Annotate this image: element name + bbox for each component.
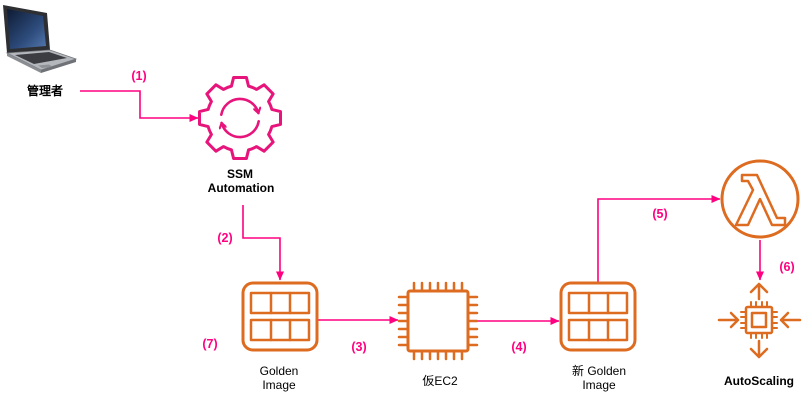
ami-row-top bbox=[249, 291, 311, 315]
auto-scaling-chip-body bbox=[744, 305, 774, 335]
step-label-6: (6) bbox=[779, 260, 794, 274]
scale-out-arrow-up-icon bbox=[749, 282, 769, 301]
ami-row-top bbox=[567, 291, 629, 315]
ami-frame bbox=[559, 281, 637, 352]
golden-image-label-line-2: Image bbox=[262, 378, 296, 392]
ami-row-top-dividers bbox=[587, 291, 610, 315]
connector-step-2 bbox=[242, 205, 285, 281]
lambda-symbol bbox=[734, 173, 787, 227]
golden-image-ami-icon bbox=[241, 281, 319, 352]
connector-step-1 bbox=[80, 90, 199, 123]
auto-scaling-chip-pins bbox=[740, 301, 778, 339]
admin-label: 管理者 bbox=[27, 83, 63, 98]
ec2-instance-chip-icon bbox=[397, 281, 479, 361]
gear-outline bbox=[198, 76, 282, 160]
ami-row-top-dividers bbox=[269, 291, 292, 315]
step-label-5: (5) bbox=[652, 207, 667, 221]
laptop-screen bbox=[7, 9, 46, 49]
rotate-arrow-upper bbox=[220, 97, 258, 116]
laptop-edge-front bbox=[41, 59, 76, 73]
ami-frame bbox=[241, 281, 319, 352]
connector-step-5 bbox=[597, 194, 721, 282]
scale-in-arrow-right-icon bbox=[779, 311, 802, 329]
step-label-1: (1) bbox=[131, 69, 146, 83]
rotate-arrow-lower bbox=[222, 120, 260, 139]
laptop-edge-left bbox=[7, 53, 41, 73]
auto-scaling-icon bbox=[717, 282, 802, 359]
ssm-label-line-1: SSM bbox=[227, 167, 253, 181]
ami-row-bottom-dividers bbox=[269, 318, 292, 342]
scale-in-arrow-left-icon bbox=[717, 311, 740, 329]
laptop-touchpad bbox=[38, 64, 53, 68]
auto-scaling-chip-core bbox=[750, 311, 768, 329]
lambda-circle bbox=[720, 159, 800, 239]
step-label-2: (2) bbox=[217, 231, 232, 245]
scale-out-arrow-down-icon bbox=[749, 339, 769, 359]
ami-row-bottom-dividers bbox=[587, 318, 610, 342]
step-label-7: (7) bbox=[202, 337, 217, 351]
ec2-chip-body bbox=[406, 289, 470, 353]
step-label-4: (4) bbox=[511, 340, 526, 354]
connectors bbox=[80, 90, 765, 326]
new-golden-image-label-line-1: 新 Golden bbox=[572, 363, 626, 378]
ec2-chip-pins bbox=[397, 281, 479, 361]
step-label-3: (3) bbox=[351, 340, 366, 354]
ami-row-bottom bbox=[567, 318, 629, 342]
golden-image-label-line-1: Golden bbox=[260, 364, 299, 378]
ssm-label-line-2: Automation bbox=[208, 181, 275, 195]
laptop-keyboard bbox=[15, 52, 67, 64]
new-golden-image-ami-icon bbox=[559, 281, 637, 352]
auto-scaling-label: AutoScaling bbox=[724, 374, 794, 388]
ssm-automation-gear-icon bbox=[198, 76, 282, 160]
laptop-icon bbox=[3, 5, 78, 73]
new-golden-image-label-line-2: Image bbox=[582, 378, 616, 392]
temporary-ec2-label: 仮EC2 bbox=[422, 374, 458, 388]
ami-row-bottom bbox=[249, 318, 311, 342]
lambda-icon bbox=[720, 159, 800, 239]
